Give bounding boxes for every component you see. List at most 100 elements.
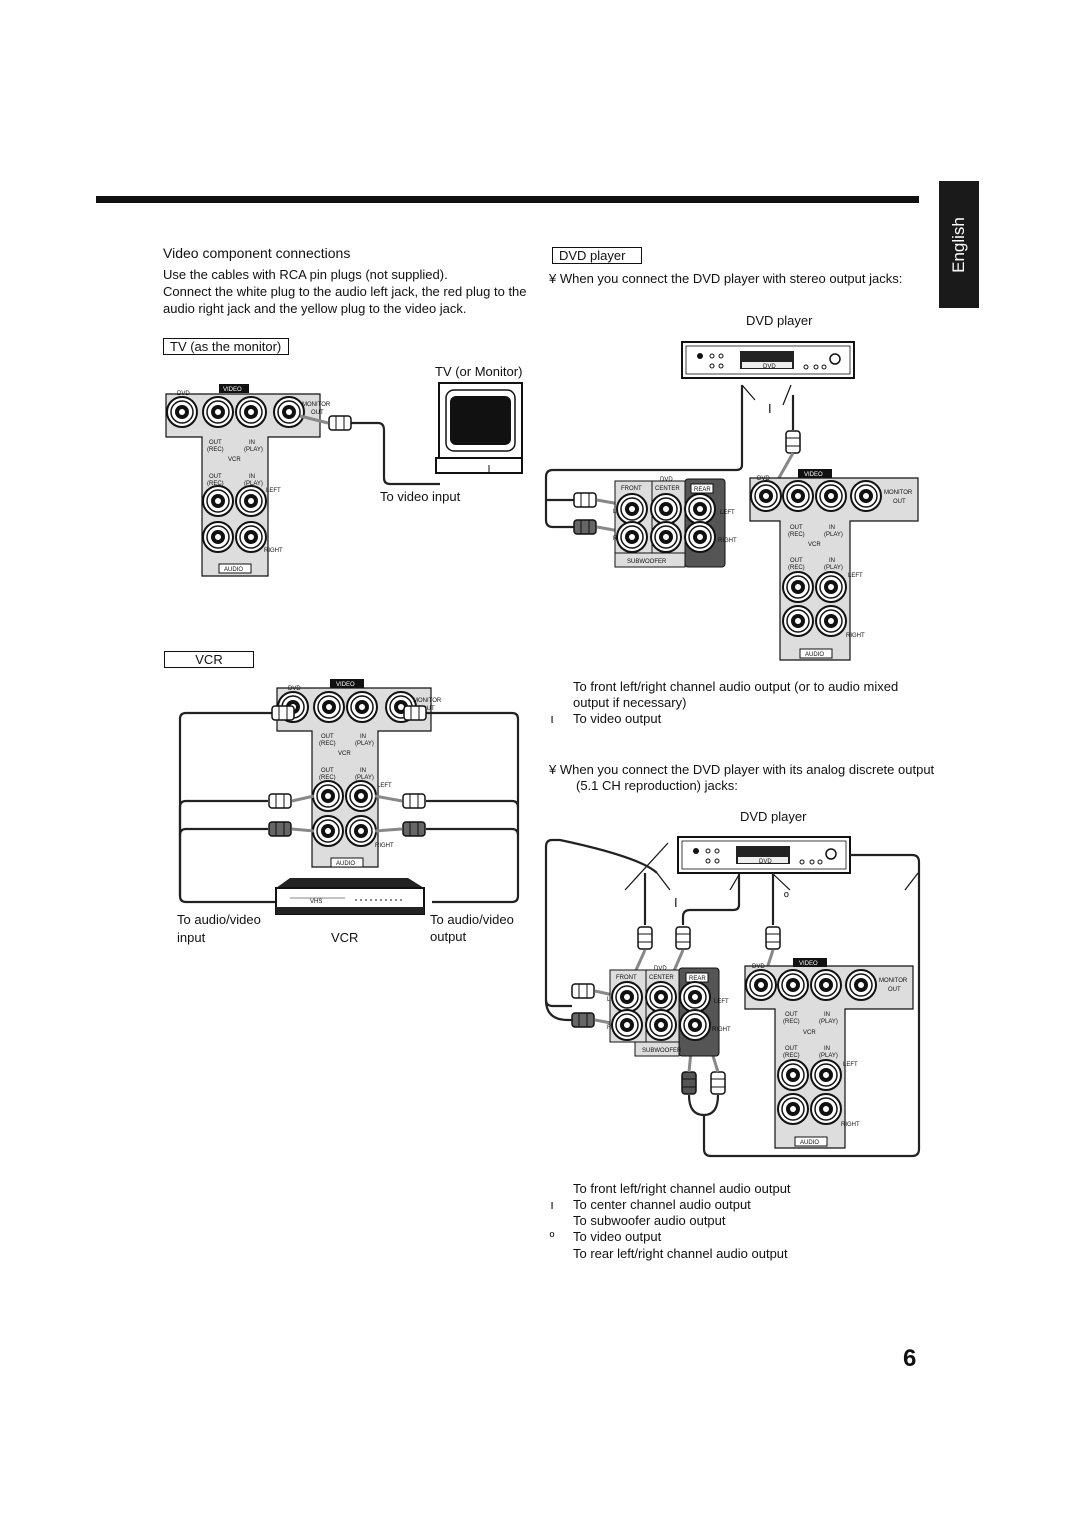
right-tag: RIGHT bbox=[841, 1122, 860, 1128]
jack-rear-l bbox=[684, 493, 716, 525]
monitor-tag: MONITOR bbox=[413, 698, 442, 704]
vcr-audio-cable bbox=[178, 799, 268, 896]
jack-center bbox=[645, 981, 677, 1013]
right-tag: RIGHT bbox=[264, 548, 283, 554]
intro-line-1: Use the cables with RCA pin plugs (not s… bbox=[163, 267, 448, 282]
in-label: IN bbox=[360, 768, 366, 774]
dvd-sub-cable bbox=[681, 873, 741, 925]
jack-audio bbox=[815, 571, 847, 603]
receiver-panel-vcr: VIDEO DVD MONITOR OUT OUT (REC) IN (PLAY… bbox=[276, 679, 442, 868]
video-tag: VIDEO bbox=[223, 387, 242, 393]
bullet-discrete-2: (5.1 CH reproduction) jacks: bbox=[576, 778, 738, 793]
jack-audio bbox=[235, 485, 267, 517]
vcr-tag: VCR bbox=[808, 542, 821, 548]
subwoofer-tag: SUBWOOFER bbox=[627, 559, 667, 565]
l-tag: L bbox=[607, 997, 611, 1003]
note2-text-4: To video output bbox=[573, 1229, 662, 1244]
cable-plug bbox=[573, 519, 597, 535]
video-tag: VIDEO bbox=[804, 472, 823, 478]
play-label: (PLAY) bbox=[244, 447, 263, 453]
out-tag: OUT bbox=[422, 706, 435, 712]
vcr-tag: VCR bbox=[228, 457, 241, 463]
note2-mark-2: ı bbox=[550, 1197, 554, 1212]
vcr-caption: VCR bbox=[331, 930, 359, 945]
jack-vcr-in bbox=[810, 969, 842, 1001]
jack-vcr-in bbox=[235, 396, 267, 428]
to-av-input-label-1: To audio/video bbox=[177, 912, 261, 927]
intro-line-2: Connect the white plug to the audio left… bbox=[163, 284, 527, 299]
dvd-tag: DVD bbox=[757, 476, 770, 482]
jack-audio bbox=[235, 521, 267, 553]
vcr-deck-drawing: VHS bbox=[275, 878, 425, 915]
page-number: 6 bbox=[903, 1345, 917, 1372]
section-heading: Video component connections bbox=[163, 245, 351, 261]
jack-monitor bbox=[845, 969, 877, 1001]
tv-label: TV (or Monitor) bbox=[435, 364, 523, 379]
vcr-tag: VCR bbox=[338, 751, 351, 757]
jack-audio bbox=[345, 780, 377, 812]
jack-front-r bbox=[616, 521, 648, 553]
rec-label: (REC) bbox=[783, 1053, 800, 1059]
jack-audio bbox=[777, 1059, 809, 1091]
play-label: (PLAY) bbox=[355, 775, 374, 781]
right-tag: RIGHT bbox=[375, 843, 394, 849]
monitor-tag: MONITOR bbox=[302, 402, 331, 408]
video-tag: VIDEO bbox=[336, 682, 355, 688]
to-av-output-label-1: To audio/video bbox=[430, 912, 514, 927]
cable-plug bbox=[765, 926, 781, 950]
r-tag: R bbox=[607, 1025, 612, 1031]
front-tag: FRONT bbox=[616, 975, 637, 981]
play-label: (PLAY) bbox=[355, 741, 374, 747]
jack-dvd bbox=[750, 480, 782, 512]
dvd-audio-cable-1 bbox=[544, 385, 744, 529]
play-label: (PLAY) bbox=[824, 532, 843, 538]
right-tag: RIGHT bbox=[846, 633, 865, 639]
in-label: IN bbox=[824, 1012, 830, 1018]
left-tag: LEFT bbox=[848, 573, 863, 579]
tv-monitor-drawing bbox=[435, 382, 523, 474]
cable-plug bbox=[402, 793, 426, 809]
jack-dvd bbox=[745, 969, 777, 1001]
rear-tag: REAR bbox=[689, 976, 706, 982]
language-tab: English bbox=[939, 181, 979, 308]
to-av-input-label-2: input bbox=[177, 930, 206, 945]
note2-text-1: To front left/right channel audio output bbox=[573, 1181, 791, 1196]
jack-rear-r bbox=[684, 521, 716, 553]
jack-monitor bbox=[850, 480, 882, 512]
jack-monitor bbox=[273, 396, 305, 428]
out-label: OUT bbox=[790, 558, 803, 564]
audio-tag: AUDIO bbox=[800, 1140, 819, 1146]
to-av-output-label-2: output bbox=[430, 929, 467, 944]
play-label: (PLAY) bbox=[824, 565, 843, 571]
video-tag: VIDEO bbox=[799, 961, 818, 967]
cable-plug bbox=[710, 1071, 726, 1095]
bullet-stereo: ¥ When you connect the DVD player with s… bbox=[549, 271, 903, 286]
bullet-discrete-1: ¥ When you connect the DVD player with i… bbox=[549, 762, 935, 777]
to-video-input-label: To video input bbox=[380, 489, 461, 504]
cable-plug bbox=[268, 793, 292, 809]
left-tag: LEFT bbox=[843, 1062, 858, 1068]
monitor-tag: MONITOR bbox=[879, 978, 908, 984]
jack-vcr-in bbox=[346, 691, 378, 723]
cable-plug bbox=[271, 705, 295, 721]
jack-audio bbox=[345, 815, 377, 847]
jack-vcr-out bbox=[313, 691, 345, 723]
cable-plug bbox=[573, 492, 597, 508]
receiver-panel-dvd-2: VIDEO DVD MONITOR OUT OUT (REC) IN (PLAY… bbox=[744, 958, 914, 1149]
cable-plug bbox=[681, 1071, 697, 1095]
right-tag: RIGHT bbox=[712, 1027, 731, 1033]
jack-dvd bbox=[166, 396, 198, 428]
note2-text-5: To rear left/right channel audio output bbox=[573, 1246, 788, 1261]
jack-audio bbox=[777, 1093, 809, 1125]
subwoofer-tag: SUBWOOFER bbox=[642, 1048, 682, 1054]
cable-plug bbox=[637, 926, 653, 950]
dvd-player-drawing-1: DVD bbox=[681, 341, 855, 379]
cable-plug bbox=[571, 983, 595, 999]
out-label: OUT bbox=[209, 474, 222, 480]
in-label: IN bbox=[824, 1046, 830, 1052]
dvd-player-label-1: DVD player bbox=[746, 313, 813, 328]
jack-front-l bbox=[611, 981, 643, 1013]
in-label: IN bbox=[249, 474, 255, 480]
vhs-label: VHS bbox=[310, 899, 322, 905]
